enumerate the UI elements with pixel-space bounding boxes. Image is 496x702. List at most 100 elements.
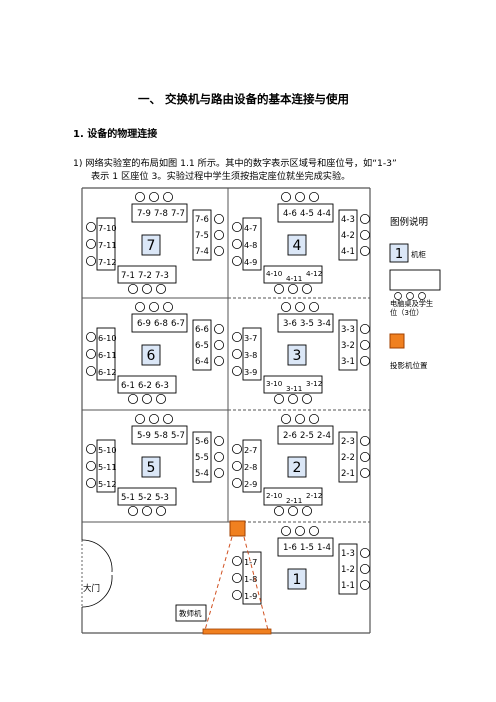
desk-left — [242, 327, 262, 381]
seat-label: 4-9 — [244, 257, 257, 267]
projector-icon — [229, 520, 246, 537]
seat-label: 7-11 — [98, 240, 117, 250]
chair-icon — [231, 573, 242, 584]
chair-icon — [231, 331, 242, 342]
chair-icon — [301, 505, 312, 516]
seat-label: 5-9 — [137, 431, 151, 441]
seat-label: 3-7 — [244, 333, 257, 343]
chair-icon — [155, 393, 166, 404]
chair-icon — [359, 564, 370, 575]
chair-icon — [213, 229, 224, 240]
seat-label: 2-8 — [244, 462, 257, 472]
desk-bottom — [263, 265, 323, 284]
chair-icon — [280, 191, 291, 202]
legend-chair-icon — [406, 292, 414, 300]
desk-left — [96, 217, 116, 271]
desk-bottom — [117, 487, 177, 506]
chair-icon — [231, 238, 242, 249]
door-arc-lower — [81, 574, 113, 608]
desk-left — [242, 551, 262, 605]
seat-label: 6-11 — [98, 350, 117, 360]
seat-label: 2-4 — [317, 431, 331, 441]
seat-label: 5-8 — [154, 431, 168, 441]
chair-icon — [273, 283, 284, 294]
zone-number: 7 — [147, 238, 156, 254]
seat-label: 5-4 — [195, 469, 209, 479]
chair-icon — [359, 451, 370, 462]
legend-chair-icon — [394, 292, 402, 300]
seat-label: 1-3 — [341, 549, 355, 559]
desk-left — [96, 439, 116, 493]
seat-label: 2-12 — [306, 491, 322, 500]
seat-label: 6-5 — [195, 341, 209, 351]
chair-icon — [86, 365, 97, 376]
seat-label: 4-11 — [286, 274, 302, 283]
seat-label: 5-10 — [98, 445, 117, 455]
chair-icon — [294, 301, 305, 312]
zone-number: 3 — [293, 348, 302, 364]
chair-icon — [213, 339, 224, 350]
chair-icon — [86, 238, 97, 249]
chair-icon — [359, 467, 370, 478]
zone-number: 5 — [147, 460, 156, 476]
seat-label: 3-12 — [306, 379, 322, 388]
chair-icon — [213, 435, 224, 446]
chair-icon — [86, 477, 97, 488]
desk-left — [242, 439, 262, 493]
seat-label: 7-2 — [138, 271, 152, 281]
seat-label: 6-2 — [138, 381, 152, 391]
chair-icon — [308, 413, 319, 424]
cabinet — [287, 234, 307, 256]
chair-icon — [213, 213, 224, 224]
chair-icon — [162, 301, 173, 312]
seat-label: 1-2 — [341, 565, 355, 575]
chair-icon — [231, 348, 242, 359]
chair-icon — [127, 393, 138, 404]
seat-label: 5-3 — [155, 493, 169, 503]
cabinet — [287, 344, 307, 366]
seat-label: 7-1 — [121, 271, 135, 281]
seat-label: 3-6 — [283, 319, 297, 329]
seat-label: 4-8 — [244, 240, 257, 250]
chair-icon — [213, 355, 224, 366]
chair-icon — [301, 283, 312, 294]
chair-icon — [359, 548, 370, 559]
chair-icon — [287, 283, 298, 294]
seat-label: 4-2 — [341, 231, 355, 241]
seat-label: 5-11 — [98, 462, 117, 472]
chair-icon — [86, 443, 97, 454]
seat-label: 6-6 — [195, 325, 209, 335]
desk-right — [192, 431, 212, 483]
seat-label: 5-12 — [98, 479, 117, 489]
desk-left — [242, 217, 262, 271]
chair-icon — [162, 191, 173, 202]
desk-top — [131, 313, 188, 333]
desk-right — [338, 319, 358, 371]
chair-icon — [231, 365, 242, 376]
chair-icon — [280, 526, 291, 537]
chair-icon — [301, 393, 312, 404]
chair-icon — [308, 191, 319, 202]
desk-top — [277, 537, 334, 557]
legend-desk-label: 电脑桌及学生位（3位） — [390, 299, 433, 317]
seat-label: 6-4 — [195, 357, 209, 367]
chair-icon — [134, 191, 145, 202]
desk-top — [277, 313, 334, 333]
chair-icon — [359, 580, 370, 591]
cabinet — [287, 456, 307, 478]
desk-right — [192, 209, 212, 261]
chair-icon — [231, 460, 242, 471]
chair-icon — [213, 467, 224, 478]
chair-icon — [359, 339, 370, 350]
seat-label: 4-7 — [244, 223, 257, 233]
seat-label: 4-1 — [341, 247, 355, 257]
seat-label: 7-7 — [171, 209, 185, 219]
chair-icon — [359, 323, 370, 334]
legend-chair-icon — [418, 292, 426, 300]
zone-number: 4 — [293, 238, 302, 254]
chair-icon — [141, 505, 152, 516]
desk-bottom — [117, 375, 177, 394]
chair-icon — [148, 413, 159, 424]
